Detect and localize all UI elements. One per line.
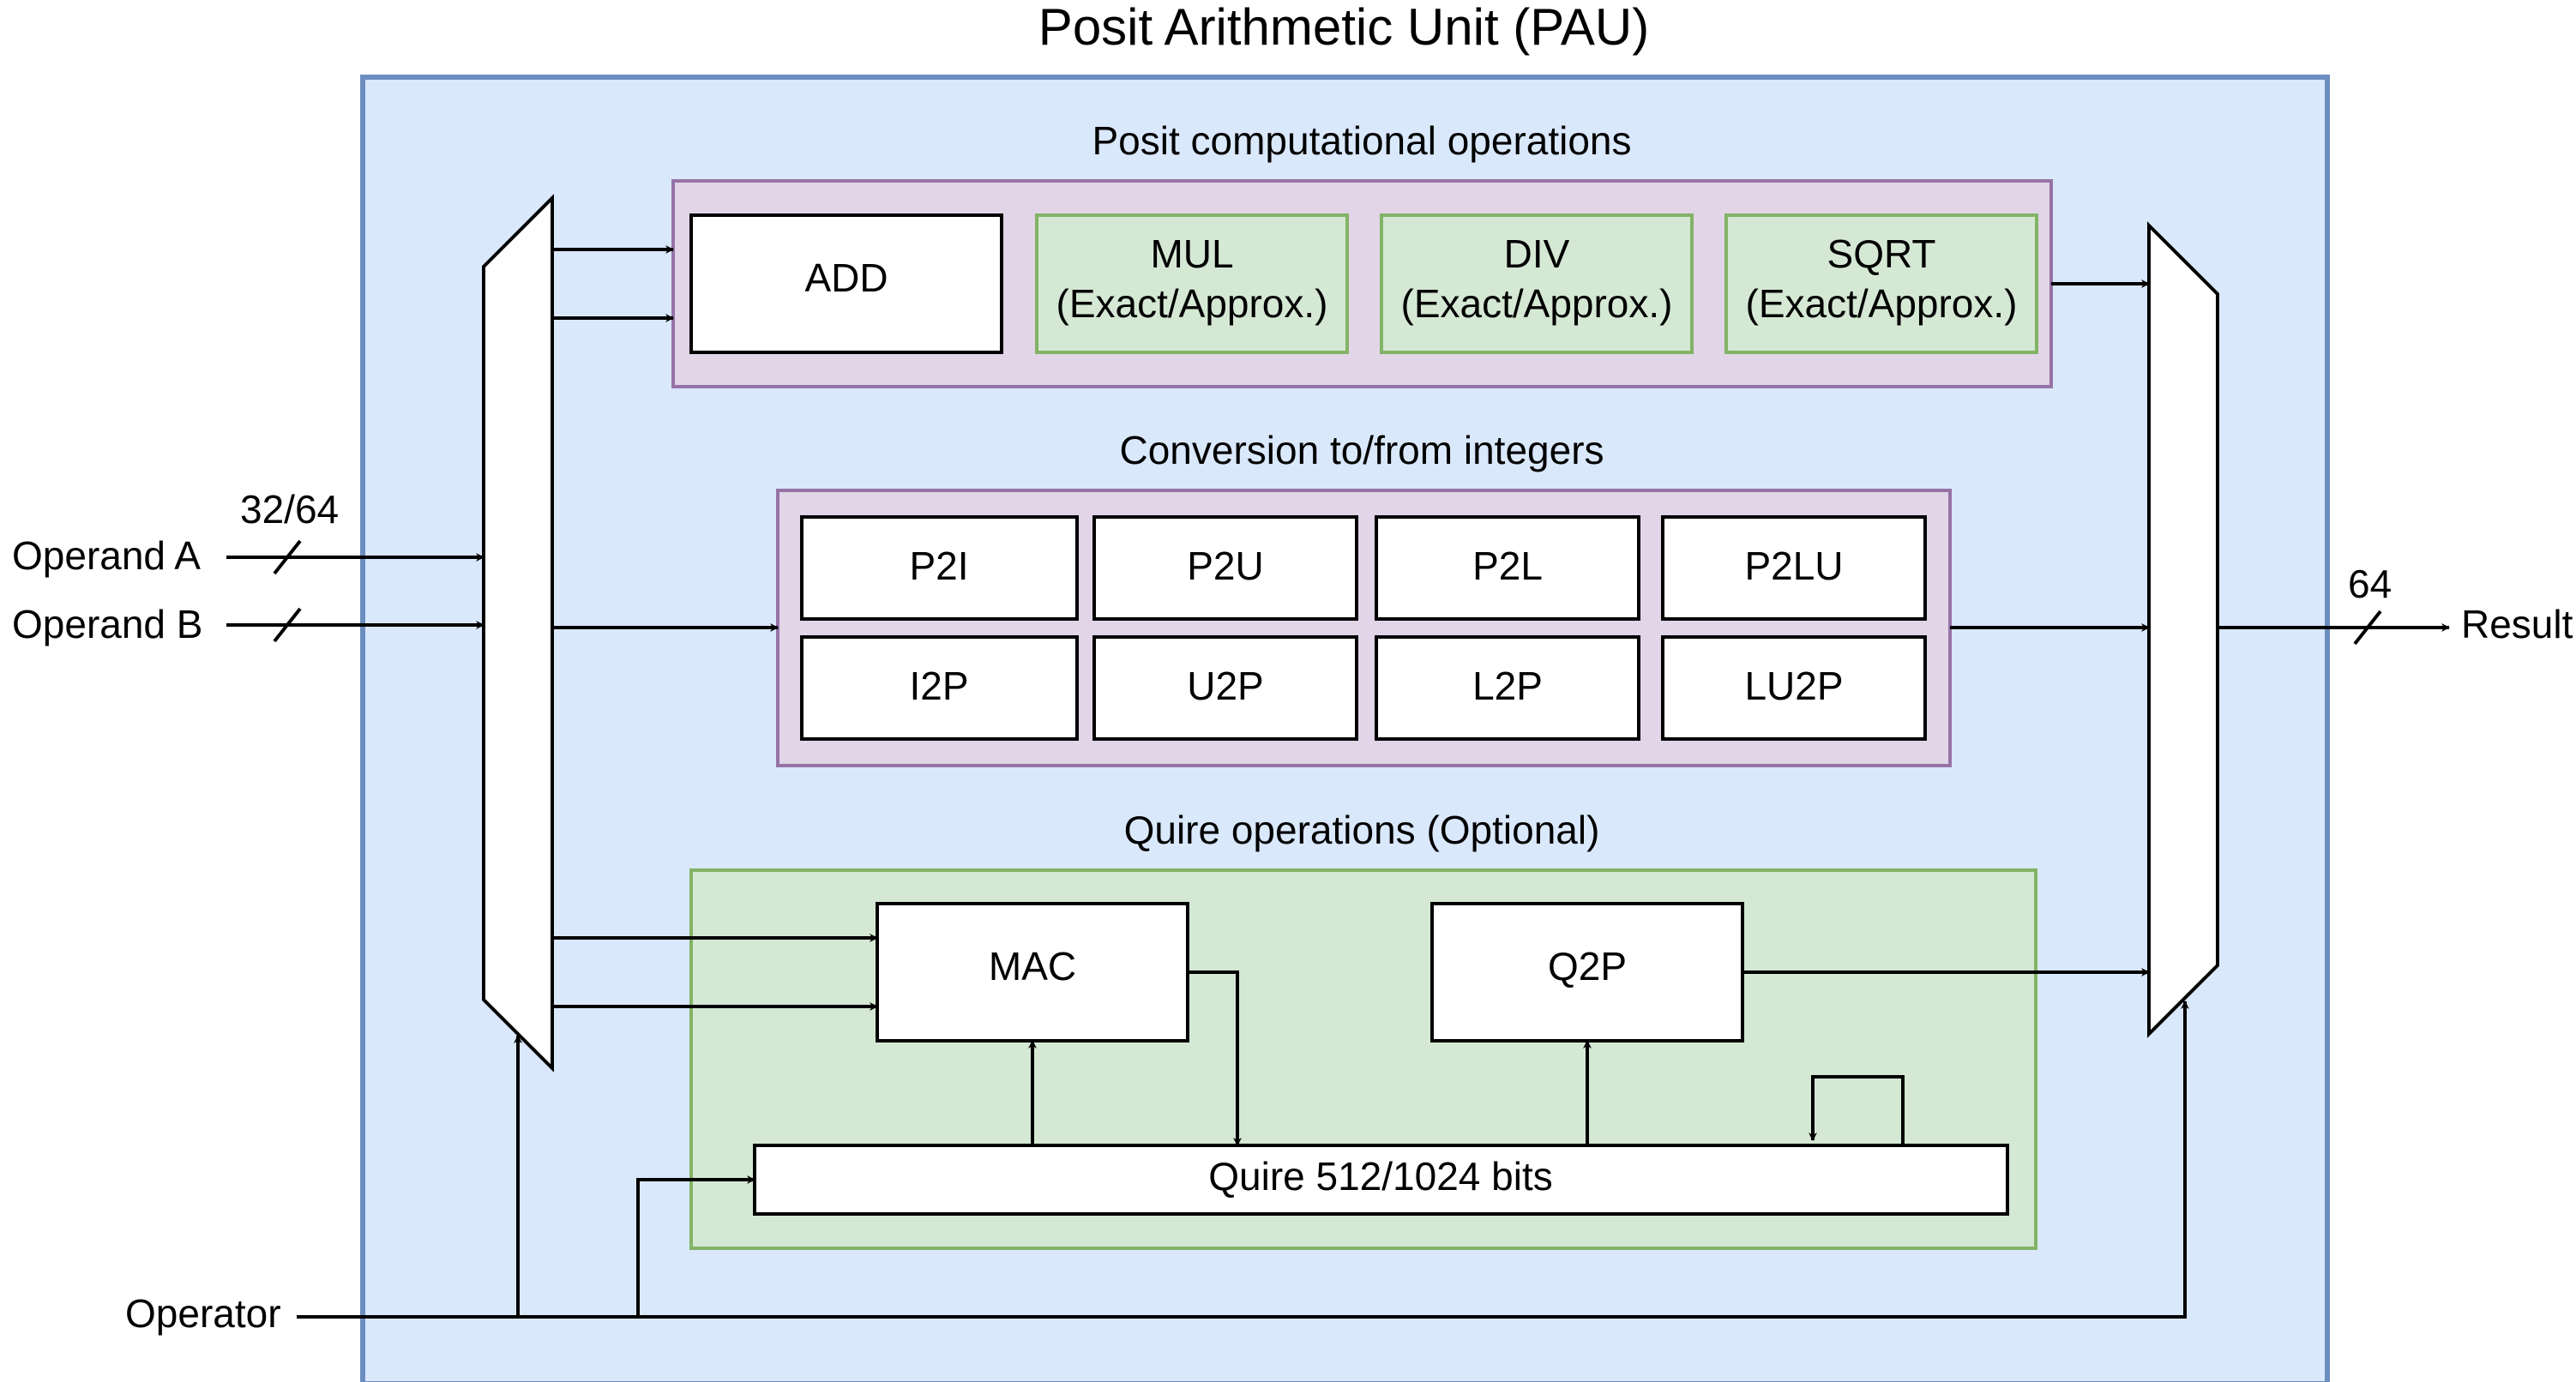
quire-register: [753, 1144, 2009, 1216]
l2p-label: L2P: [1472, 664, 1543, 708]
p2i-label: P2I: [909, 544, 968, 588]
computational-section-title: Posit computational operations: [1092, 118, 1631, 163]
q2p-label: Q2P: [1548, 944, 1627, 988]
sqrt-label: SQRT: [1827, 231, 1936, 276]
output-multiplexer: [2147, 221, 2219, 1038]
quire-feedback-wire: [1809, 1075, 1905, 1145]
mac-label: MAC: [989, 944, 1076, 988]
i2p-block: [800, 635, 1079, 741]
input-demultiplexer: [482, 194, 554, 1073]
operand-b-bus-slash: [273, 607, 302, 643]
p2lu-block: [1661, 515, 1927, 621]
p2u-label: P2U: [1187, 544, 1263, 588]
result-width-label: 64: [2348, 562, 2392, 606]
div-mode-label: (Exact/Approx.): [1401, 281, 1673, 326]
quire-register-label: Quire 512/1024 bits: [1208, 1154, 1553, 1199]
operator-to-mux-wire: [297, 1000, 2189, 1319]
operand-a-label: Operand A: [12, 533, 201, 578]
sqrt-block: [1724, 213, 2038, 354]
add-block: [689, 213, 1003, 354]
sqrt-mode-label: (Exact/Approx.): [1746, 281, 2018, 326]
p2u-block: [1092, 515, 1358, 621]
p2lu-label: P2LU: [1744, 544, 1843, 588]
diagram-title: Posit Arithmetic Unit (PAU): [1038, 0, 1649, 56]
l2p-block: [1375, 635, 1640, 741]
quire-section-title: Quire operations (Optional): [1124, 808, 1600, 852]
lu2p-label: LU2P: [1744, 664, 1843, 708]
operand-b-label: Operand B: [12, 602, 202, 646]
u2p-block: [1092, 635, 1358, 741]
result-bus-slash: [2353, 610, 2382, 646]
mul-label: MUL: [1150, 231, 1233, 276]
operand-width-label: 32/64: [240, 487, 339, 532]
add-label: ADD: [804, 255, 888, 300]
p2i-block: [800, 515, 1079, 621]
u2p-label: U2P: [1187, 664, 1263, 708]
operator-to-quire-wire: [636, 1175, 755, 1317]
div-label: DIV: [1504, 231, 1570, 276]
p2l-label: P2L: [1472, 544, 1543, 588]
operand-a-bus-slash: [273, 539, 302, 575]
lu2p-block: [1661, 635, 1927, 741]
mul-mode-label: (Exact/Approx.): [1056, 281, 1328, 326]
div-block: [1380, 213, 1694, 354]
mul-block: [1035, 213, 1349, 354]
mac-to-quire-wire: [1188, 970, 1242, 1146]
p2l-block: [1375, 515, 1640, 621]
conversion-section-title: Conversion to/from integers: [1119, 428, 1604, 472]
result-label: Result: [2461, 602, 2573, 646]
i2p-label: I2P: [909, 664, 968, 708]
operator-label: Operator: [125, 1291, 281, 1336]
